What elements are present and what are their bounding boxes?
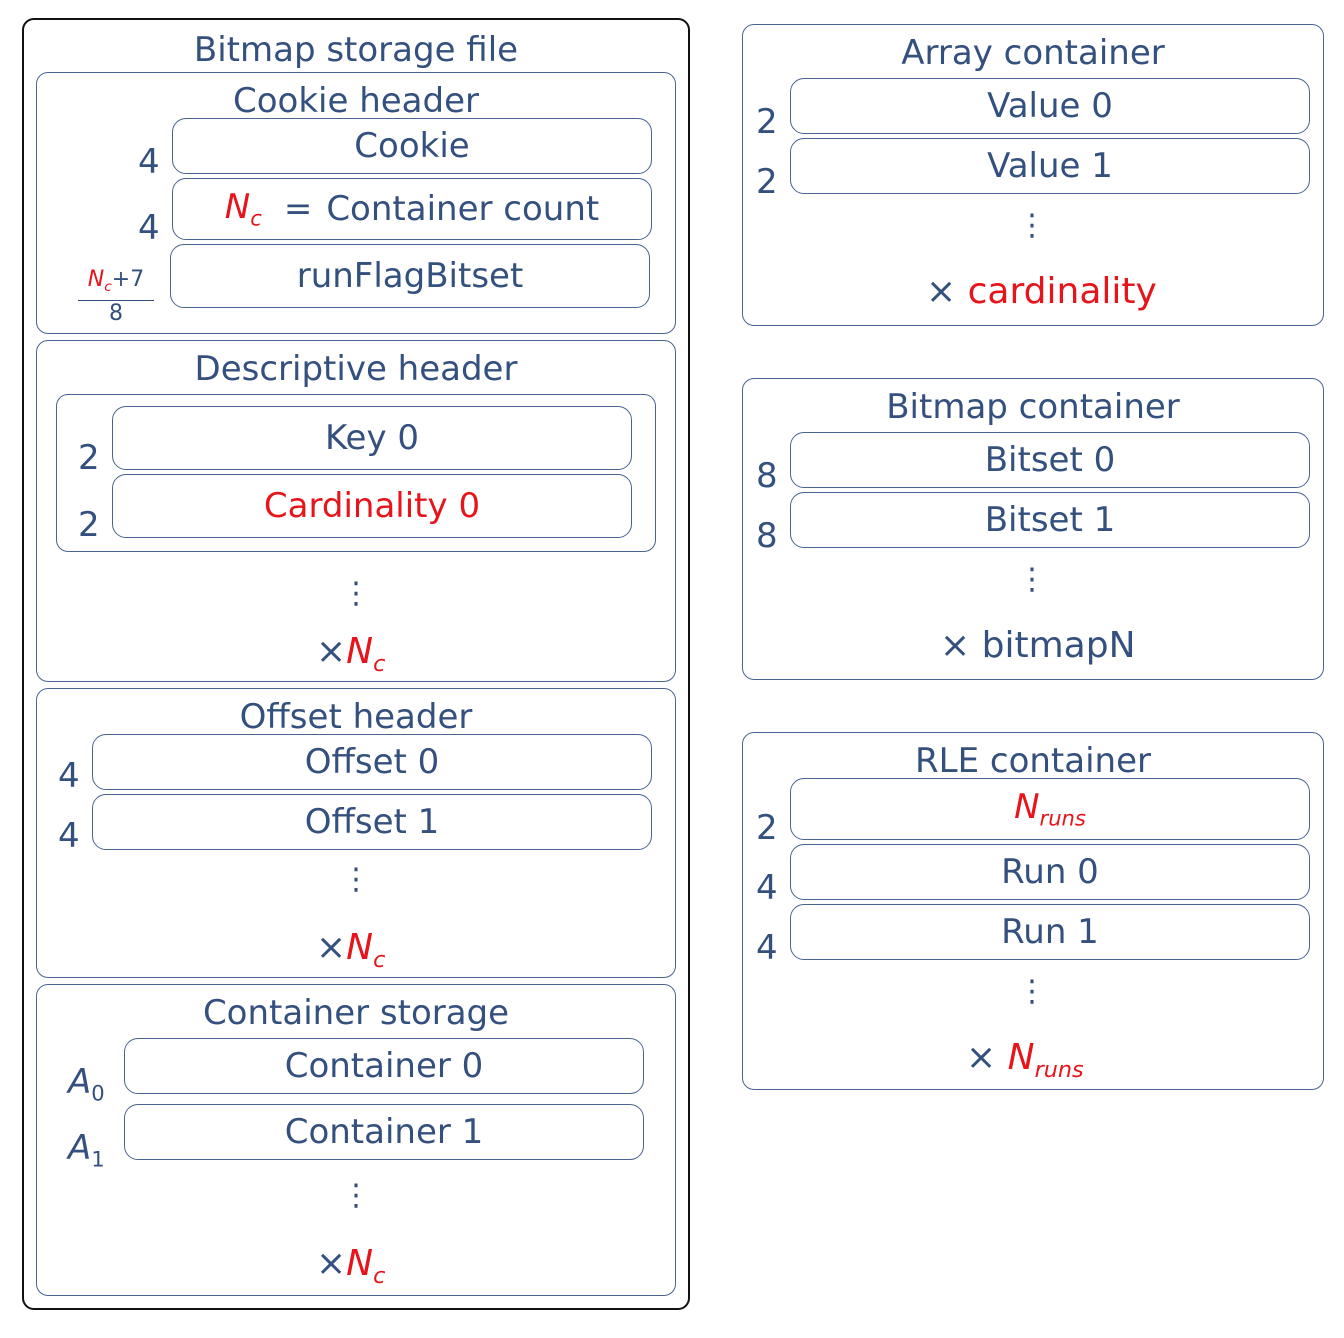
- descriptive-multiplier: ×Nc: [316, 631, 386, 677]
- value1-label: Value 1: [987, 146, 1113, 186]
- offset1-size: 4: [58, 816, 80, 856]
- key-size: 2: [78, 438, 100, 478]
- nruns-variable: Nruns: [1014, 787, 1086, 831]
- container0-label: Container 0: [284, 1046, 484, 1086]
- storage-multiplier: ×Nc: [316, 1243, 386, 1289]
- fraction-denominator: 8: [109, 300, 123, 326]
- offset-header-title: Offset header: [239, 697, 473, 737]
- offset0-field: Offset 0: [92, 734, 652, 790]
- run-flag-bitset-field: runFlagBitset: [170, 244, 650, 308]
- bitset0-field: Bitset 0: [790, 432, 1310, 488]
- rle-container-title: RLE container: [915, 741, 1151, 781]
- offset-vertical-ellipsis: ⋮: [341, 862, 371, 897]
- cookie-size: 4: [138, 142, 160, 182]
- value0-label: Value 0: [987, 86, 1113, 126]
- run1-field: Run 1: [790, 904, 1310, 960]
- bitset0-size: 8: [756, 456, 778, 496]
- cookie-field: Cookie: [172, 118, 652, 174]
- bitmap-container-title: Bitmap container: [886, 387, 1180, 427]
- cookie-label: Cookie: [354, 126, 470, 166]
- container1-field: Container 1: [124, 1104, 644, 1160]
- container1-label: Container 1: [284, 1112, 484, 1152]
- bitset0-label: Bitset 0: [984, 440, 1116, 480]
- run0-label: Run 0: [1001, 852, 1099, 892]
- key-field: Key 0: [112, 406, 632, 470]
- descriptive-header-title: Descriptive header: [194, 349, 518, 389]
- run1-label: Run 1: [1001, 912, 1099, 952]
- offset-multiplier: ×Nc: [316, 927, 386, 973]
- rle-vertical-ellipsis: ⋮: [1017, 974, 1047, 1009]
- value1-field: Value 1: [790, 138, 1310, 194]
- container0-field: Container 0: [124, 1038, 644, 1094]
- offset1-field: Offset 1: [92, 794, 652, 850]
- bitset1-field: Bitset 1: [790, 492, 1310, 548]
- cardinality-size: 2: [78, 505, 100, 545]
- storage-vertical-ellipsis: ⋮: [341, 1178, 371, 1213]
- run-flag-size-fraction: Nc+7 8: [78, 268, 154, 326]
- descriptive-vertical-ellipsis: ⋮: [341, 576, 371, 611]
- array-container-title: Array container: [901, 33, 1165, 73]
- key-label: Key 0: [324, 418, 420, 458]
- bitmap-storage-file-title: Bitmap storage file: [193, 30, 519, 70]
- equals-sign: =: [283, 189, 313, 229]
- nruns-size: 2: [756, 808, 778, 848]
- offset0-label: Offset 0: [304, 742, 440, 782]
- value1-size: 2: [756, 162, 778, 202]
- cardinality-field: Cardinality 0: [112, 474, 632, 538]
- run0-size: 4: [756, 868, 778, 908]
- array-vertical-ellipsis: ⋮: [1017, 208, 1047, 243]
- cardinality-label: Cardinality 0: [263, 486, 481, 526]
- run-flag-bitset-label: runFlagBitset: [296, 256, 524, 296]
- nc-variable: Nc: [224, 187, 262, 231]
- fraction-numerator: Nc+7: [87, 267, 145, 295]
- run0-field: Run 0: [790, 844, 1310, 900]
- cookie-header-title: Cookie header: [233, 81, 479, 121]
- fraction-bar: [78, 299, 154, 301]
- run1-size: 4: [756, 928, 778, 968]
- nruns-field: Nruns: [790, 778, 1310, 840]
- container1-address: A1: [68, 1128, 105, 1172]
- bitmap-multiplier: × bitmapN: [940, 625, 1136, 666]
- bitset1-label: Bitset 1: [984, 500, 1116, 540]
- container-count-size: 4: [138, 208, 160, 248]
- container-count-field: Nc = Container count: [172, 178, 652, 240]
- container0-address: A0: [68, 1062, 105, 1106]
- container-storage-title: Container storage: [202, 993, 510, 1033]
- offset1-label: Offset 1: [304, 802, 440, 842]
- value0-size: 2: [756, 102, 778, 142]
- rle-multiplier: × Nruns: [966, 1037, 1084, 1083]
- array-multiplier: × cardinality: [926, 271, 1157, 312]
- offset0-size: 4: [58, 756, 80, 796]
- bitset1-size: 8: [756, 516, 778, 556]
- bitmap-vertical-ellipsis: ⋮: [1017, 562, 1047, 597]
- value0-field: Value 0: [790, 78, 1310, 134]
- container-count-label: Container count: [326, 189, 600, 229]
